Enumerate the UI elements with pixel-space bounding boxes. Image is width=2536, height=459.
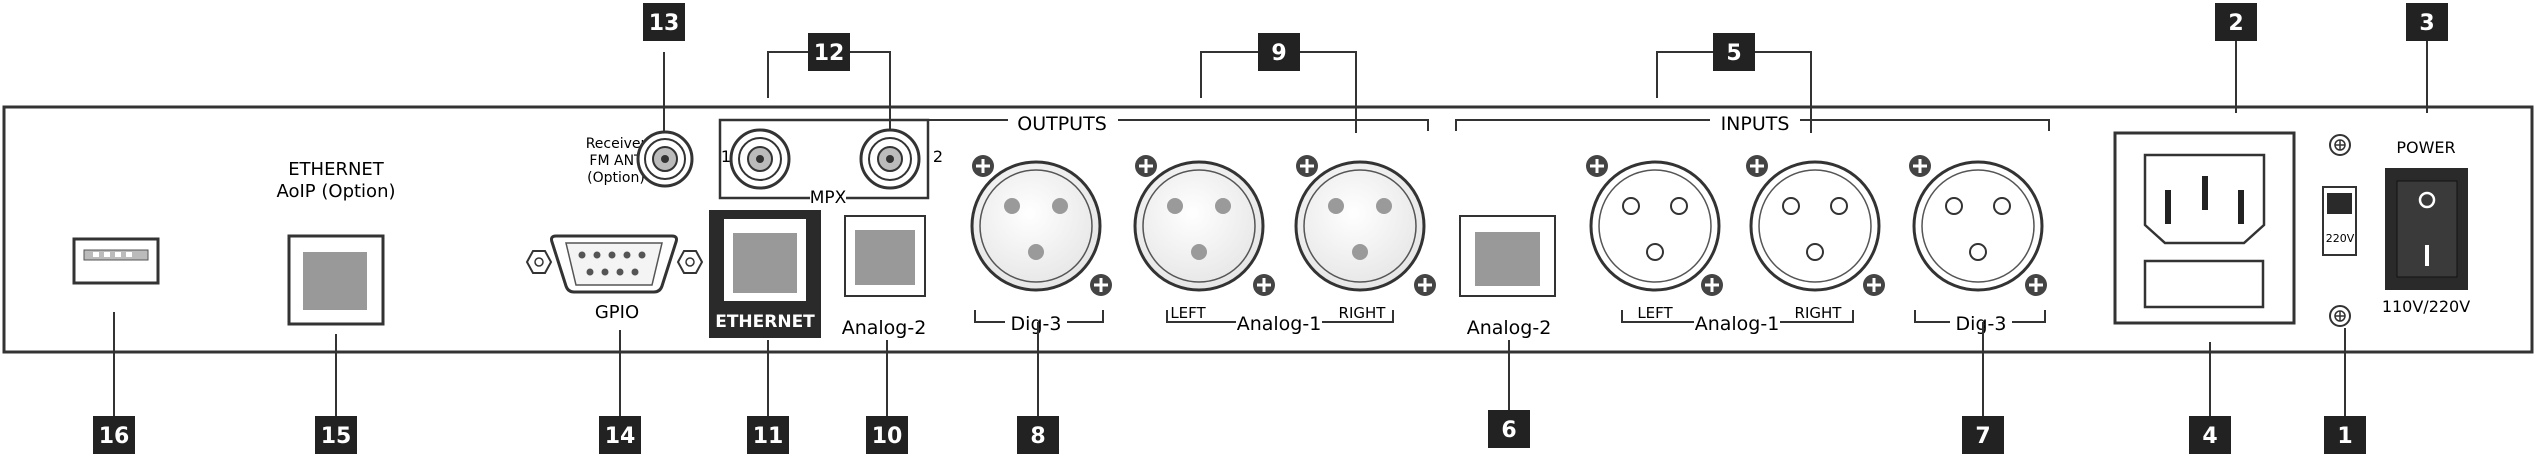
svg-text:13: 13: [649, 11, 680, 36]
svg-text:2: 2: [2228, 11, 2243, 36]
voltage-selector-switch: [2322, 186, 2357, 256]
svg-text:10: 10: [872, 424, 903, 449]
receiver-label-line2: FM ANT: [589, 153, 643, 169]
callout-badge-11: 11: [747, 416, 789, 454]
fm-antenna-connector: [636, 130, 694, 188]
mpx-port-2-label: 2: [933, 147, 943, 166]
svg-text:12: 12: [814, 41, 845, 66]
callout-badge-13: 13: [643, 3, 685, 41]
analog-1-output-label: Analog-1: [1237, 313, 1322, 335]
gpio-label: GPIO: [595, 302, 639, 323]
power-label: POWER: [2396, 138, 2455, 157]
ethernet-aoip-title: ETHERNET: [288, 159, 385, 180]
ethernet-port: [709, 210, 821, 338]
analog-2-output-label: Analog-2: [842, 317, 927, 339]
analog-1-output-left-xlr: [1133, 155, 1275, 296]
callout-badge-9: 9: [1258, 33, 1300, 71]
analog-1-output-right-label: RIGHT: [1339, 304, 1387, 322]
gpio-connector: [525, 234, 704, 294]
svg-text:6: 6: [1501, 418, 1516, 443]
fuse-holder: [2143, 259, 2265, 309]
callout-badge-1: 1: [2324, 416, 2366, 454]
analog-2-input-label: Analog-2: [1467, 317, 1552, 339]
svg-text:11: 11: [753, 424, 784, 449]
receiver-label-line3: (Option): [587, 170, 645, 186]
ethernet-aoip-port: [287, 234, 385, 326]
voltage-label: 110V/220V: [2382, 297, 2470, 316]
svg-text:4: 4: [2202, 424, 2217, 449]
ethernet-aoip-subtitle: AoIP (Option): [276, 181, 395, 202]
rear-panel-chassis: [2, 105, 2534, 354]
analog-2-output-port: [844, 215, 926, 297]
analog-1-input-label: Analog-1: [1695, 313, 1780, 335]
analog-1-input-left-xlr: [1586, 155, 1723, 296]
callout-badge-8: 8: [1017, 416, 1059, 454]
svg-text:14: 14: [605, 424, 636, 449]
svg-text:8: 8: [1030, 424, 1045, 449]
callout-badge-15: 15: [315, 416, 357, 454]
ethernet-label: ETHERNET: [715, 312, 815, 332]
callout-badge-10: 10: [866, 416, 908, 454]
analog-1-input-left-label: LEFT: [1637, 304, 1673, 322]
callout-badge-7: 7: [1962, 416, 2004, 454]
receiver-label-line1: Receiver: [586, 136, 647, 152]
analog-1-input-right-label: RIGHT: [1795, 304, 1843, 322]
analog-1-output-left-label: LEFT: [1170, 304, 1206, 322]
callout-badge-14: 14: [599, 416, 641, 454]
power-switch: [2385, 168, 2468, 290]
analog-2-input-port: [1459, 215, 1556, 297]
dig-3-output-label: Dig-3: [1011, 313, 1062, 335]
svg-text:5: 5: [1726, 41, 1741, 66]
svg-text:1: 1: [2337, 424, 2352, 449]
callout-badge-5: 5: [1713, 33, 1755, 71]
callout-badge-3: 3: [2406, 3, 2448, 41]
mpx-port-1-label: 1: [721, 147, 731, 166]
callout-badge-16: 16: [93, 416, 135, 454]
dig-3-input-xlr: [1909, 155, 2047, 296]
callout-badge-2: 2: [2215, 3, 2257, 41]
mpx-connector-1: [729, 128, 791, 190]
dig-3-output-xlr: [970, 155, 1112, 296]
dig-3-input-label: Dig-3: [1956, 313, 2007, 335]
svg-text:7: 7: [1975, 424, 1990, 449]
usb-port: [72, 237, 160, 285]
svg-text:15: 15: [321, 424, 352, 449]
mpx-connector-2: [859, 128, 921, 190]
analog-1-input-right-xlr: [1746, 155, 1885, 296]
svg-text:9: 9: [1271, 41, 1286, 66]
callout-badge-6: 6: [1488, 410, 1530, 448]
svg-text:3: 3: [2419, 11, 2434, 36]
voltage-selector-label: 220V: [2326, 232, 2355, 245]
outputs-header: OUTPUTS: [1017, 113, 1107, 135]
callout-badge-12: 12: [808, 33, 850, 71]
svg-text:16: 16: [99, 424, 130, 449]
analog-1-output-right-xlr: [1294, 155, 1436, 296]
inputs-header: INPUTS: [1721, 113, 1790, 135]
callout-badge-4: 4: [2189, 416, 2231, 454]
ground-screw-top: [2329, 134, 2351, 156]
ground-screw-bottom: [2329, 305, 2351, 327]
mpx-label: MPX: [810, 188, 847, 208]
